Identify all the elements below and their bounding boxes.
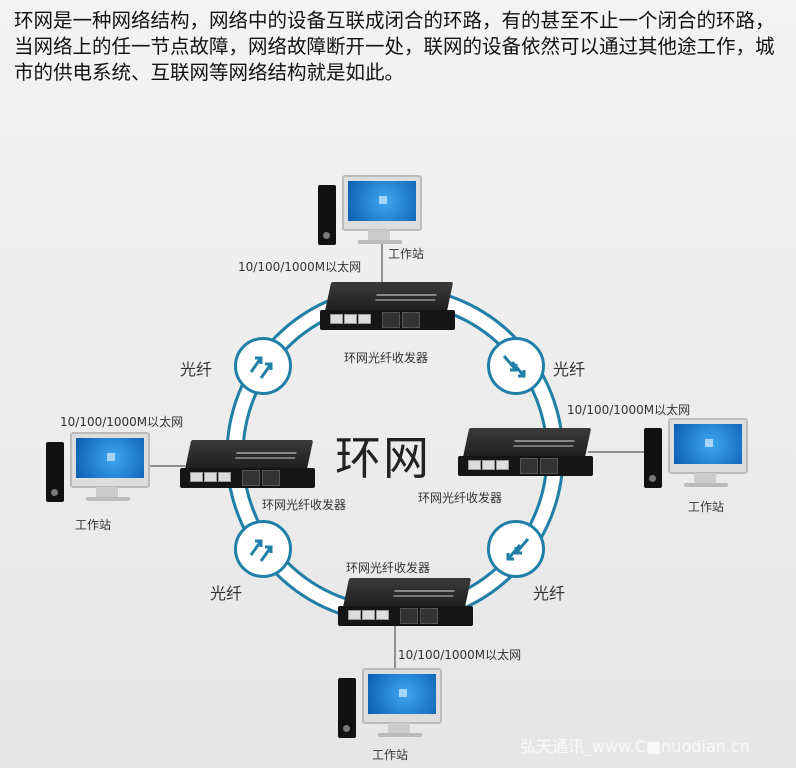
label-fiber-top-right: 光纤 xyxy=(553,360,586,379)
label-fiber-top-left: 光纤 xyxy=(180,360,213,379)
transceiver-top xyxy=(320,282,455,332)
label-workstation-top: 工作站 xyxy=(388,247,425,261)
intro-text: 环网是一种网络结构，网络中的设备互联成闭合的环路，有的甚至不止一个闭合的环路，当… xyxy=(14,9,775,84)
label-workstation-right: 工作站 xyxy=(688,500,725,514)
label-ethernet-left: 10/100/1000M以太网 xyxy=(60,415,184,429)
arrow-up-right-icon xyxy=(234,520,292,578)
label-ethernet-bottom: 10/100/1000M以太网 xyxy=(398,648,522,662)
workstation-top xyxy=(318,175,423,247)
arrow-up-right-icon xyxy=(234,337,292,395)
label-transceiver-left: 环网光纤收发器 xyxy=(262,498,347,512)
label-fiber-bottom-left: 光纤 xyxy=(210,584,243,603)
label-ethernet-top: 10/100/1000M以太网 xyxy=(238,260,362,274)
center-label: 环网 xyxy=(335,431,431,485)
label-workstation-left: 工作站 xyxy=(75,518,112,532)
label-fiber-bottom-right: 光纤 xyxy=(533,584,566,603)
label-transceiver-bottom: 环网光纤收发器 xyxy=(346,561,431,575)
workstation-bottom xyxy=(338,668,443,740)
watermark: 弘天通讯_www.C■nuodian.cn xyxy=(520,737,750,756)
arrow-down-left-icon xyxy=(487,520,545,578)
arrow-down-right-icon xyxy=(487,337,545,395)
label-transceiver-top: 环网光纤收发器 xyxy=(344,351,429,365)
label-workstation-bottom: 工作站 xyxy=(372,748,409,762)
transceiver-right xyxy=(458,428,593,478)
label-ethernet-right: 10/100/1000M以太网 xyxy=(567,403,691,417)
label-transceiver-right: 环网光纤收发器 xyxy=(418,491,503,505)
transceiver-left xyxy=(180,440,315,490)
workstation-left xyxy=(46,432,151,504)
transceiver-bottom xyxy=(338,578,473,628)
workstation-right xyxy=(644,418,749,490)
